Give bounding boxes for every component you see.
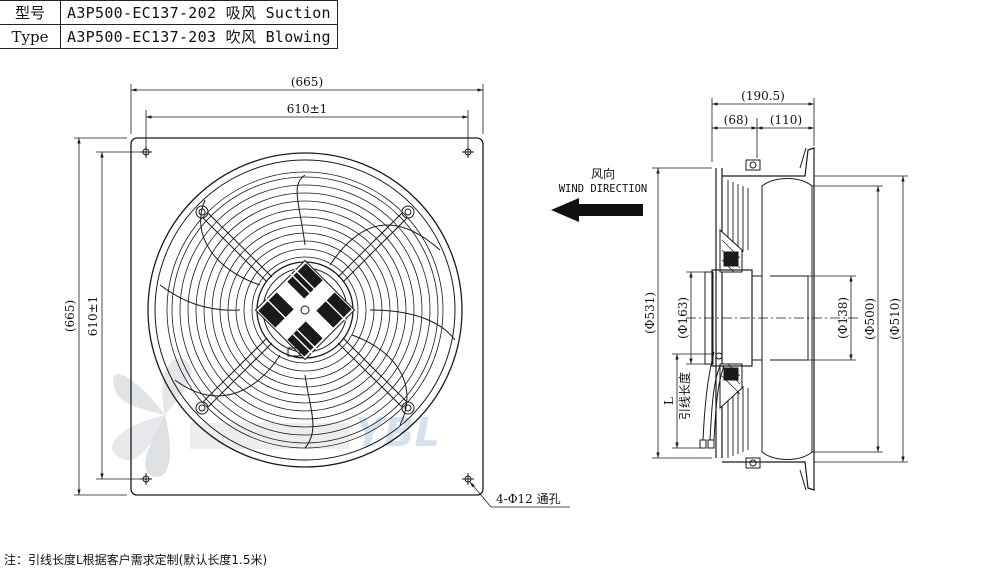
side-venturi bbox=[722, 147, 815, 491]
side-dimension-labels: (190.5) (68) (110) (Φ531) (Φ163) (Φ138) … bbox=[643, 89, 902, 420]
dim-motor-dia: (Φ138) bbox=[836, 297, 850, 339]
lead-length-label: 引线长度 bbox=[677, 372, 692, 420]
footnote: 注：引线长度L根据客户需求定制(默认长度1.5米) bbox=[4, 553, 268, 567]
guard-bosses bbox=[195, 205, 415, 415]
type-table: 型号 A3P500-EC137-202 吸风 Suction Type A3P5… bbox=[0, 0, 338, 49]
type-row: 型号 A3P500-EC137-202 吸风 Suction bbox=[0, 0, 338, 25]
dim-overall-height: (665) bbox=[63, 300, 77, 332]
guard-struts bbox=[202, 212, 408, 408]
front-view bbox=[130, 137, 484, 496]
front-dimensions bbox=[74, 84, 570, 508]
fan-blades bbox=[159, 174, 456, 449]
dim-blade-dia: (Φ500) bbox=[863, 298, 877, 340]
airflow-mode: 吹风 Blowing bbox=[225, 28, 331, 46]
model-number: A3P500-EC137-203 bbox=[67, 28, 217, 46]
dim-rear-depth: (110) bbox=[770, 113, 802, 127]
side-hub-flange bbox=[719, 228, 743, 410]
holes-callout: 4-Φ12 通孔 bbox=[496, 492, 561, 506]
side-view bbox=[686, 147, 860, 491]
dim-total-depth: (190.5) bbox=[741, 89, 785, 103]
lead-length-symbol: L bbox=[662, 397, 676, 405]
wind-direction-cn: 风向 bbox=[591, 166, 615, 181]
venturi-ring bbox=[147, 152, 463, 468]
dim-hole-width: 610±1 bbox=[287, 102, 328, 116]
wind-direction-arrow bbox=[551, 198, 643, 222]
dim-guard-dia: (Φ531) bbox=[643, 292, 657, 334]
mounting-plate bbox=[130, 137, 484, 496]
wind-direction-en: WIND DIRECTION bbox=[559, 183, 648, 195]
dim-hub-dia: (Φ163) bbox=[676, 297, 690, 339]
type-label: 型号 bbox=[0, 0, 61, 25]
side-cables bbox=[699, 351, 725, 449]
wind-direction: 风向 WIND DIRECTION bbox=[551, 166, 647, 222]
model-number: A3P500-EC137-202 bbox=[67, 4, 217, 22]
side-guard bbox=[727, 180, 749, 458]
dim-front-depth: (68) bbox=[724, 113, 749, 127]
side-blade bbox=[761, 178, 813, 460]
watermark-fan-icon bbox=[111, 358, 192, 477]
watermark: YBL bbox=[111, 358, 440, 477]
dim-hole-height: 610±1 bbox=[86, 296, 100, 337]
dim-overall-width: (665) bbox=[291, 75, 323, 89]
front-dimension-labels: (665) 610±1 (665) 610±1 4-Φ12 通孔 bbox=[63, 75, 561, 506]
side-dimensions bbox=[652, 98, 908, 463]
airflow-mode: 吸风 Suction bbox=[225, 4, 331, 22]
dim-ring-dia: (Φ510) bbox=[888, 298, 902, 340]
motor-hub bbox=[254, 259, 356, 361]
watermark-bar bbox=[190, 423, 350, 449]
type-value: A3P500-EC137-202 吸风 Suction bbox=[60, 0, 338, 25]
side-plate bbox=[715, 168, 723, 458]
type-row: Type A3P500-EC137-203 吹风 Blowing bbox=[0, 24, 338, 49]
type-value: A3P500-EC137-203 吹风 Blowing bbox=[60, 24, 338, 49]
